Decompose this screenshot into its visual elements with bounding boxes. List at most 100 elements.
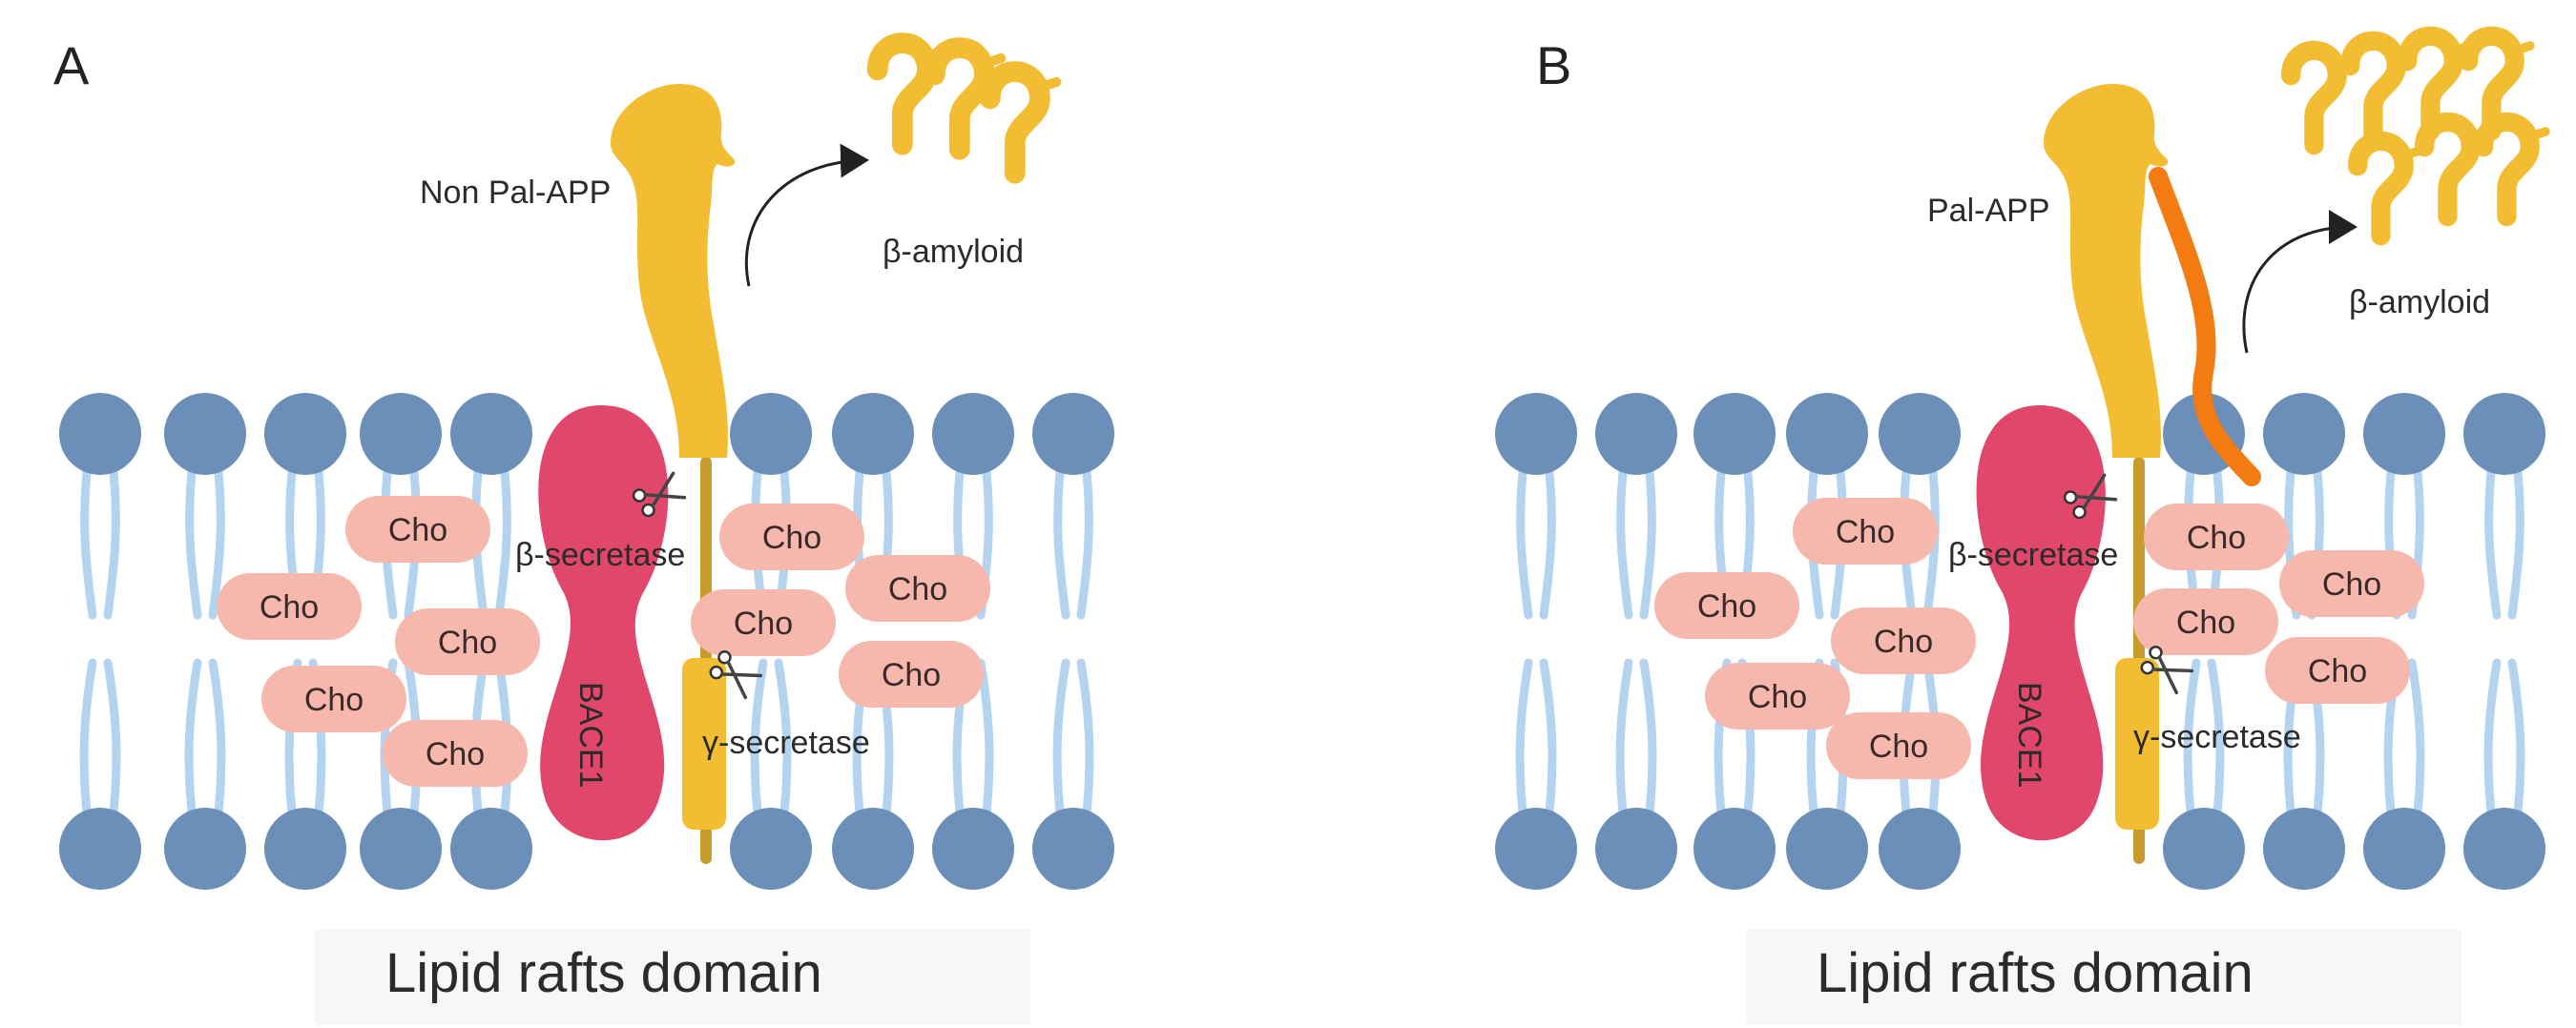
cho-label: Cho bbox=[1748, 679, 1807, 715]
lipid-head bbox=[1495, 808, 1577, 890]
release-arrow-icon bbox=[2242, 210, 2358, 354]
lipid-head bbox=[59, 393, 141, 475]
bace1-label: BACE1 bbox=[2011, 682, 2047, 789]
lipid-head bbox=[450, 808, 532, 890]
cho-label: Cho bbox=[2187, 520, 2246, 556]
cholesterol-pill: Cho bbox=[345, 496, 490, 563]
phospholipid bbox=[1595, 393, 1677, 890]
cholesterol-pill: Cho bbox=[839, 641, 984, 708]
cho-label: Cho bbox=[762, 520, 821, 556]
cholesterol-pill: Cho bbox=[1705, 663, 1850, 730]
cholesterol-pill: Cho bbox=[395, 608, 540, 675]
lipid-head bbox=[1693, 393, 1776, 475]
cholesterol-pill: Cho bbox=[1654, 572, 1799, 639]
cho-label: Cho bbox=[1869, 729, 1928, 765]
cho-label: Cho bbox=[882, 657, 941, 693]
phospholipid bbox=[1693, 393, 1776, 890]
lipid-head bbox=[1879, 393, 1961, 475]
cho-label: Cho bbox=[2176, 605, 2235, 641]
caption-background bbox=[1746, 930, 2462, 1025]
cho-label: Cho bbox=[888, 571, 947, 607]
cholesterol-pill: Cho bbox=[691, 589, 836, 656]
cholesterol-pill: Cho bbox=[2279, 550, 2424, 617]
cho-label: Cho bbox=[2308, 653, 2367, 689]
beta-amyloid-icons bbox=[2291, 36, 2545, 236]
lipid-head bbox=[264, 808, 346, 890]
app-protein bbox=[2044, 84, 2169, 864]
phospholipid bbox=[59, 393, 141, 890]
lipid-head bbox=[164, 808, 246, 890]
gamma-secretase-label: γ-secretase bbox=[702, 725, 870, 761]
lipid-head bbox=[1595, 393, 1677, 475]
lipid-head bbox=[2463, 808, 2545, 890]
cholesterol-pill: Cho bbox=[2133, 588, 2278, 655]
cholesterol-pill: Cho bbox=[845, 555, 990, 622]
app-label: Pal-APP bbox=[1927, 193, 2050, 229]
cholesterol-pill: Cho bbox=[1826, 712, 1971, 779]
lipid-head bbox=[1786, 393, 1868, 475]
palmitoyl-chain bbox=[2149, 167, 2261, 486]
app-protein bbox=[611, 84, 736, 864]
cho-label: Cho bbox=[260, 589, 319, 626]
lipid-head bbox=[1032, 808, 1114, 890]
cho-label: Cho bbox=[438, 625, 497, 661]
cho-label: Cho bbox=[304, 682, 364, 718]
figure-caption: Lipid rafts domain bbox=[385, 942, 822, 1004]
lipid-head bbox=[1786, 808, 1868, 890]
lipid-head bbox=[1495, 393, 1577, 475]
phospholipid bbox=[450, 393, 532, 890]
cholesterol-pill: Cho bbox=[261, 666, 406, 732]
cho-label: Cho bbox=[1836, 514, 1895, 550]
panel-letter: A bbox=[53, 35, 90, 95]
phospholipid bbox=[1032, 393, 1114, 890]
lipid-head bbox=[1032, 393, 1114, 475]
cholesterol-pill: Cho bbox=[2265, 637, 2410, 704]
lipid-head bbox=[2363, 808, 2445, 890]
panel-letter: B bbox=[1536, 35, 1571, 95]
phospholipid bbox=[164, 393, 246, 890]
membrane-bilayer bbox=[1495, 393, 2545, 890]
amyloid-label: β-amyloid bbox=[2349, 284, 2490, 320]
cho-label: Cho bbox=[734, 606, 793, 642]
phospholipid bbox=[2463, 393, 2545, 890]
lipid-head bbox=[730, 393, 812, 475]
lipid-head bbox=[832, 393, 914, 475]
lipid-head bbox=[59, 808, 141, 890]
lipid-head bbox=[360, 393, 442, 475]
caption-background bbox=[315, 930, 1030, 1025]
release-arrow-icon bbox=[744, 143, 869, 287]
cho-label: Cho bbox=[426, 736, 485, 772]
beta-amyloid-icons bbox=[878, 43, 1057, 174]
lipid-head bbox=[450, 393, 532, 475]
beta-secretase-label: β-secretase bbox=[1948, 537, 2118, 573]
cho-label: Cho bbox=[1697, 588, 1756, 625]
bace1-label: BACE1 bbox=[572, 682, 609, 789]
cholesterol-pill: Cho bbox=[383, 720, 528, 787]
cholesterol-pill: Cho bbox=[2144, 504, 2289, 570]
cholesterol-pill: Cho bbox=[1793, 498, 1938, 565]
lipid-head bbox=[730, 808, 812, 890]
lipid-head bbox=[2263, 393, 2345, 475]
cholesterol-pill: Cho bbox=[1831, 607, 1976, 674]
phospholipid bbox=[264, 393, 346, 890]
cho-label: Cho bbox=[1874, 624, 1933, 660]
lipid-head bbox=[1879, 808, 1961, 890]
lipid-head bbox=[932, 808, 1014, 890]
amyloid-label: β-amyloid bbox=[883, 234, 1024, 270]
lipid-head bbox=[1693, 808, 1776, 890]
lipid-head bbox=[2163, 808, 2245, 890]
bace1-protein bbox=[538, 405, 669, 841]
beta-secretase-label: β-secretase bbox=[515, 537, 685, 573]
cholesterol-pill: Cho bbox=[719, 504, 864, 570]
lipid-head bbox=[2463, 393, 2545, 475]
app-label: Non Pal-APP bbox=[420, 175, 611, 211]
lipid-head bbox=[2363, 393, 2445, 475]
lipid-head bbox=[1595, 808, 1677, 890]
cho-label: Cho bbox=[2322, 566, 2381, 603]
cho-label: Cho bbox=[388, 512, 447, 548]
figure-caption: Lipid rafts domain bbox=[1817, 942, 2254, 1004]
